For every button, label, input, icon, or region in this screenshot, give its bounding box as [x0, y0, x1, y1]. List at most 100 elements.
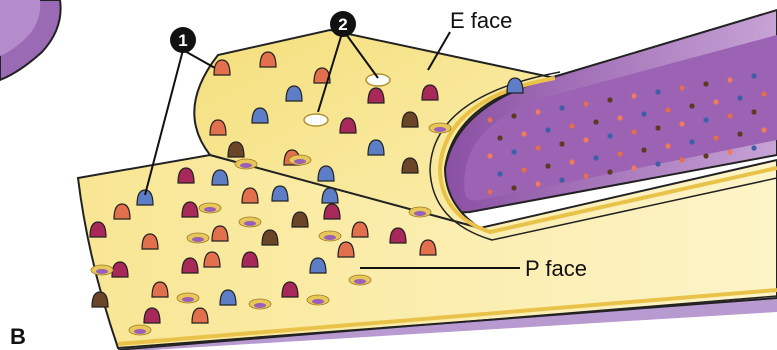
empty-pit	[304, 114, 328, 126]
membrane-particle	[272, 186, 288, 201]
inner-particle	[535, 109, 540, 114]
inner-particle	[713, 99, 718, 104]
pit-shadow	[240, 163, 252, 168]
inner-particle	[511, 185, 516, 190]
inner-particle	[727, 113, 732, 118]
membrane-particle	[402, 112, 418, 127]
inner-particle	[559, 105, 564, 110]
membrane-particle	[352, 222, 368, 237]
inner-particle	[583, 173, 588, 178]
membrane-particle	[212, 226, 228, 241]
membrane-particle	[322, 188, 338, 203]
inner-particle	[655, 161, 660, 166]
inner-particle	[713, 135, 718, 140]
inner-particle	[583, 137, 588, 142]
inner-particle	[703, 117, 708, 122]
inner-particle	[689, 139, 694, 144]
inner-particle	[665, 143, 670, 148]
callout-2: 2	[330, 11, 356, 37]
membrane-particle	[114, 204, 130, 219]
membrane-particle	[212, 170, 228, 185]
membrane-particle	[210, 120, 226, 135]
inner-particle	[679, 85, 684, 90]
pit-shadow	[192, 237, 204, 242]
membrane-particle	[182, 202, 198, 217]
inner-particle	[487, 189, 492, 194]
inner-particle	[521, 167, 526, 172]
pit-shadow	[204, 207, 216, 212]
inner-particle	[761, 91, 766, 96]
membrane-particle	[262, 230, 278, 245]
inner-particle	[727, 149, 732, 154]
membrane-particle	[204, 252, 220, 267]
membrane-particle	[340, 118, 356, 133]
inner-particle	[607, 133, 612, 138]
inner-particle	[607, 97, 612, 102]
inner-particle	[679, 157, 684, 162]
p-face-label: P face	[525, 256, 587, 281]
pit-shadow	[96, 269, 108, 274]
membrane-particle	[292, 212, 308, 227]
membrane-particle	[420, 240, 436, 255]
membrane-particle	[214, 60, 230, 75]
membrane-particle	[92, 292, 108, 307]
inner-particle	[521, 131, 526, 136]
membrane-particle	[178, 168, 194, 183]
inner-particle	[631, 165, 636, 170]
e-face-label: E face	[450, 8, 512, 33]
membrane-particle	[220, 290, 236, 305]
inner-particle	[545, 163, 550, 168]
inner-particle	[593, 119, 598, 124]
inner-particle	[497, 135, 502, 140]
inner-particle	[655, 125, 660, 130]
inner-particle	[631, 129, 636, 134]
membrane-particle	[182, 258, 198, 273]
inner-particle	[751, 73, 756, 78]
membrane-particle	[318, 166, 334, 181]
pit-shadow	[134, 329, 146, 334]
inner-particle	[727, 77, 732, 82]
membrane-particle	[242, 252, 258, 267]
callout-1: 1	[170, 27, 196, 53]
inner-particle	[569, 123, 574, 128]
empty-pit	[366, 74, 390, 86]
membrane-particle	[144, 308, 160, 323]
pit-shadow	[414, 211, 426, 216]
inner-particle	[641, 111, 646, 116]
membrane-particle	[402, 158, 418, 173]
inner-particle	[617, 115, 622, 120]
inner-particle	[535, 181, 540, 186]
inner-particle	[689, 103, 694, 108]
inner-particle	[703, 81, 708, 86]
membrane-particle	[324, 204, 340, 219]
inner-particle	[593, 155, 598, 160]
inner-particle	[607, 169, 612, 174]
inner-particle	[737, 131, 742, 136]
inner-particle	[511, 113, 516, 118]
membrane-particle	[192, 308, 208, 323]
membrane-particle	[228, 142, 244, 157]
pit-shadow	[354, 279, 366, 284]
membrane-particle	[368, 140, 384, 155]
pit-shadow	[434, 127, 446, 132]
membrane-particle	[260, 52, 276, 67]
inner-particle	[655, 89, 660, 94]
inner-particle	[641, 147, 646, 152]
panel-label: B	[10, 324, 26, 349]
pit-shadow	[312, 299, 324, 304]
inner-particle	[583, 101, 588, 106]
membrane-particle	[310, 258, 326, 273]
inner-particle	[535, 145, 540, 150]
pit-shadow	[254, 303, 266, 308]
pit-shadow	[244, 221, 256, 226]
membrane-particle	[368, 88, 384, 103]
membrane-particle	[286, 86, 302, 101]
inner-particle	[545, 127, 550, 132]
membrane-particle	[282, 282, 298, 297]
svg-text:1: 1	[178, 31, 187, 50]
inner-particle	[737, 95, 742, 100]
inner-particle	[617, 151, 622, 156]
inner-particle	[559, 141, 564, 146]
